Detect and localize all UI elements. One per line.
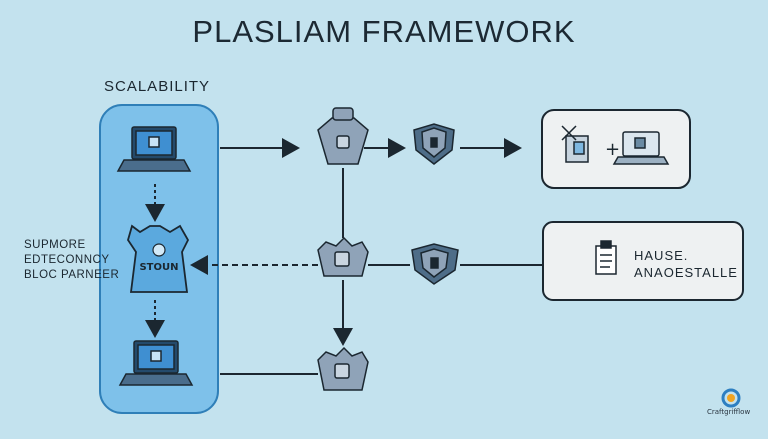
side-label-1: SUPMORE bbox=[24, 239, 86, 251]
plus-sign: + bbox=[605, 139, 620, 160]
top-right-box bbox=[541, 109, 691, 189]
side-label-3: BLOC PARNEER bbox=[24, 269, 120, 281]
right-box-line-1: HAUSE. bbox=[634, 248, 689, 263]
shield-icon bbox=[317, 107, 369, 165]
scalability-label: SCALABILITY bbox=[104, 78, 211, 95]
laptop-icon bbox=[612, 131, 670, 165]
shield-icon bbox=[317, 236, 369, 277]
logo bbox=[721, 388, 741, 408]
laptop-icon bbox=[118, 340, 194, 386]
shield-icon bbox=[317, 346, 369, 391]
right-box bbox=[542, 221, 744, 301]
network-icon bbox=[561, 125, 589, 163]
side-label-2: EDTECONNCY bbox=[24, 254, 110, 266]
node-badge-icon bbox=[152, 243, 166, 257]
logo-text: Craftgrifflow bbox=[707, 408, 751, 416]
right-box-line-2: ANAOESTALLE bbox=[634, 265, 738, 280]
clipboard-icon bbox=[595, 240, 617, 275]
laptop-icon bbox=[116, 126, 192, 172]
padlock-icon bbox=[411, 243, 459, 285]
padlock-icon bbox=[413, 123, 455, 165]
stoun-node-label: STOUN bbox=[139, 262, 179, 273]
stoun-node bbox=[127, 224, 190, 293]
diagram-title: PLASLIAM FRAMEWORK bbox=[192, 14, 576, 49]
